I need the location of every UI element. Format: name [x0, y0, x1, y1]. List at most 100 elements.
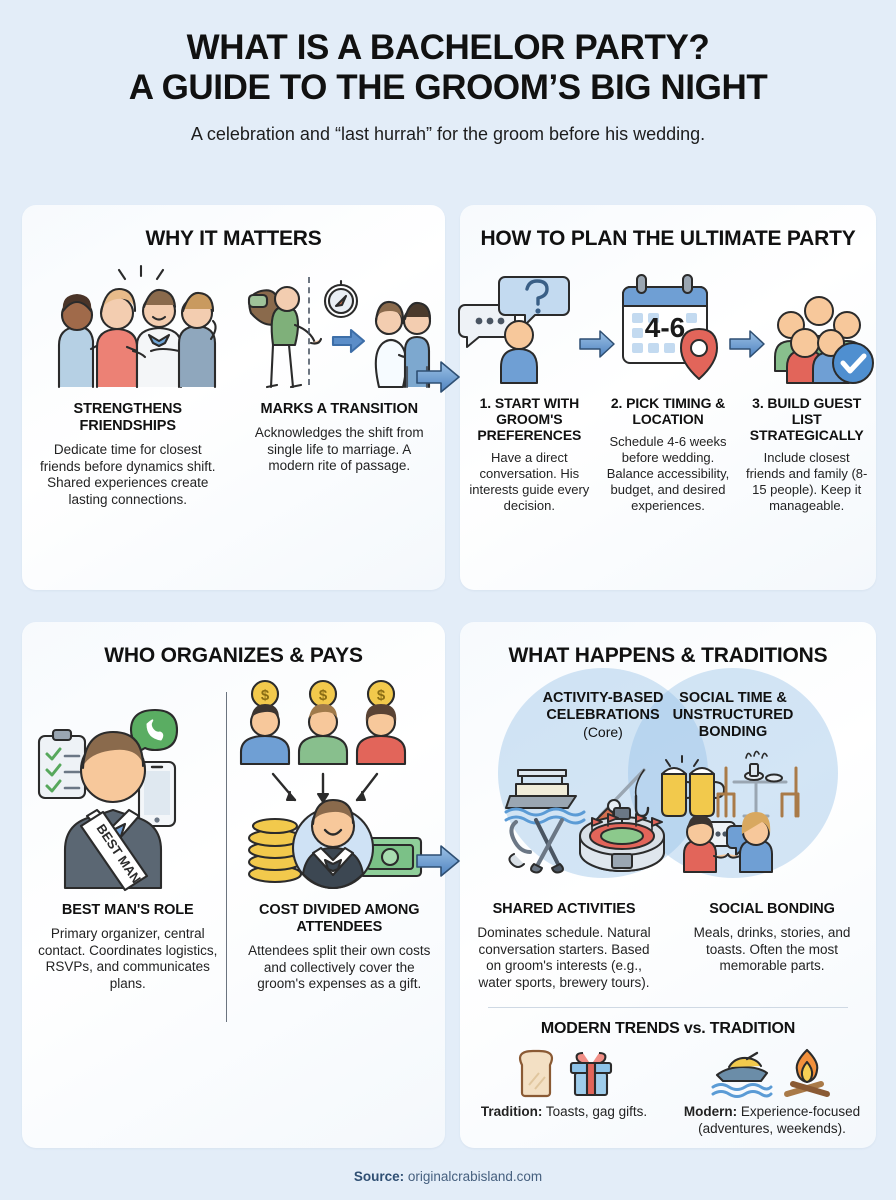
venn-left-icons: [504, 768, 665, 874]
venn-label-right-line1: SOCIAL TIME &: [679, 690, 787, 706]
page-subtitle: A celebration and “last hurrah” for the …: [190, 124, 706, 144]
footer-value: originalcrabisland.com: [404, 1169, 543, 1184]
footer-label: Source:: [353, 1169, 405, 1184]
caption-body: Acknowledges the shift from single life …: [254, 425, 424, 473]
guest-group-checkmark-icon: [774, 296, 874, 384]
caption-heading: 3. BUILD GUEST LIST STRATEGICALLY: [749, 395, 864, 443]
group-of-friends-hugging-icon: [57, 264, 217, 389]
caption-body: Schedule 4-6 weeks before wedding. Balan…: [606, 434, 730, 513]
right-arrow-icon: [579, 330, 615, 358]
caption-body: Dedicate time for closest friends before…: [39, 442, 216, 507]
venn-label-left-line2: CELEBRATIONS: [546, 707, 660, 723]
stadium-icon: [579, 807, 665, 872]
modern-icons: [676, 1042, 868, 1104]
right-arrow-icon: [729, 330, 765, 358]
modern-label: Modern:: [683, 1104, 738, 1119]
caption-body: Dominates schedule. Natural conversation…: [477, 925, 651, 990]
dining-table-icon: [716, 750, 800, 818]
caption-cost-divided: COST DIVIDED AMONG ATTENDEES Attendees s…: [234, 902, 446, 993]
tradition-icons: [468, 1042, 660, 1104]
attendees-money-to-groom-icon: $ $ $: [239, 679, 422, 890]
caption-marks-a-transition: MARKS A TRANSITION Acknowledges the shif…: [234, 401, 446, 508]
panel-why-it-matters: WHY IT MATTERS: [22, 205, 445, 590]
right-arrow-icon: [416, 361, 460, 393]
caption-social-bonding: SOCIAL BONDING Meals, drinks, stories, a…: [668, 901, 876, 991]
caption-body: Have a direct conversation. His interest…: [469, 450, 590, 513]
modern-trends-title: MODERN TRENDS vs. TRADITION: [540, 1020, 796, 1037]
calendar-location-pin-icon: 4-6: [622, 274, 718, 380]
why-it-matters-captions: STRENGTHENS FRIENDSHIPS Dedicate time fo…: [22, 401, 445, 508]
caption-heading: 1. START WITH GROOM'S PREFERENCES: [477, 395, 582, 443]
people-talking-icon: [683, 812, 773, 873]
caption-strengthens-friendships: STRENGTHENS FRIENDSHIPS Dedicate time fo…: [22, 401, 234, 508]
caption-shared-activities: SHARED ACTIVITIES Dominates schedule. Na…: [460, 901, 668, 991]
panel-row-bottom: WHO ORGANIZES & PAYS: [0, 622, 896, 1148]
who-organizes-illustrations: BEST MAN $ $ $: [22, 672, 445, 894]
caption-start-with-grooms-preferences: 1. START WITH GROOM'S PREFERENCES Have a…: [460, 395, 599, 514]
caption-heading: 2. PICK TIMING & LOCATION: [610, 395, 726, 427]
caption-heading: COST DIVIDED AMONG ATTENDEES: [259, 902, 420, 935]
caption-body: Include closest friends and family (8-15…: [745, 450, 868, 513]
caption-heading: SOCIAL BONDING: [709, 901, 835, 917]
panel-row-top: WHY IT MATTERS: [0, 205, 896, 590]
connector-arrow-bottom: [416, 844, 460, 878]
venn-label-right-line3: BONDING: [698, 724, 768, 740]
title-line-2: A GUIDE TO THE GROOM’S BIG NIGHT: [128, 68, 768, 107]
venn-diagram: ACTIVITY-BASED CELEBRATIONS (Core) SOCIA…: [460, 668, 876, 883]
caption-body: Meals, drinks, stories, and toasts. Ofte…: [693, 925, 851, 973]
jet-ski-icon: [711, 1051, 773, 1098]
venn-label-right: SOCIAL TIME & UNSTRUCTURED BONDING: [642, 690, 824, 741]
caption-body: Attendees split their own costs and coll…: [248, 943, 431, 991]
coin-symbol: $: [260, 687, 269, 704]
modern-trends-row: Tradition: Toasts, gag gifts.: [460, 1042, 876, 1137]
panel-who-organizes-and-pays: WHO ORGANIZES & PAYS: [22, 622, 445, 1148]
tradition-caption: Tradition: Toasts, gag gifts.: [468, 1104, 660, 1121]
venn-label-left-line3: (Core): [583, 724, 623, 740]
caption-pick-timing-and-location: 2. PICK TIMING & LOCATION Schedule 4-6 w…: [599, 395, 738, 514]
what-happens-captions: SHARED ACTIVITIES Dominates schedule. Na…: [460, 901, 876, 991]
boat-icon: [504, 769, 586, 825]
section-divider: [488, 1007, 848, 1008]
gift-box-icon: [569, 1051, 613, 1097]
trend-tradition: Tradition: Toasts, gag gifts.: [460, 1042, 668, 1137]
caption-best-mans-role: BEST MAN'S ROLE Primary organizer, centr…: [22, 902, 234, 993]
venn-label-right-line2: UNSTRUCTURED: [672, 707, 794, 723]
panel-divider: [226, 692, 227, 1022]
backpacker-to-couple-transition-icon: [247, 279, 431, 389]
caption-heading: STRENGTHENS FRIENDSHIPS: [73, 401, 183, 434]
title-line-1: WHAT IS A BACHELOR PARTY?: [186, 28, 710, 67]
golf-clubs-icon: [508, 818, 564, 874]
trend-modern: Modern: Experience-focused (adventures, …: [668, 1042, 876, 1137]
modern-caption: Modern: Experience-focused (adventures, …: [676, 1104, 868, 1137]
beer-cheers-icon: [661, 755, 725, 817]
best-man-clipboard-phone-icon: BEST MAN: [37, 708, 178, 892]
panel-title-who-organizes-and-pays: WHO ORGANIZES & PAYS: [104, 644, 363, 667]
panel-title-why-it-matters: WHY IT MATTERS: [145, 227, 322, 250]
how-to-plan-captions: 1. START WITH GROOM'S PREFERENCES Have a…: [460, 395, 876, 514]
caption-build-guest-list: 3. BUILD GUEST LIST STRATEGICALLY Includ…: [737, 395, 876, 514]
caption-heading: SHARED ACTIVITIES: [492, 901, 636, 917]
panel-title-how-to-plan: HOW TO PLAN THE ULTIMATE PARTY: [480, 227, 856, 250]
footer-source: Source: originalcrabisland.com: [0, 1169, 896, 1184]
panel-grid: WHY IT MATTERS: [0, 205, 896, 1148]
modern-value: Experience-focused (adventures, weekends…: [698, 1104, 861, 1136]
venn-right-icons: [661, 750, 800, 873]
tradition-label: Tradition:: [480, 1104, 543, 1119]
connector-arrow-top: [416, 360, 460, 394]
panel-what-happens-and-traditions: WHAT HAPPENS & TRADITIONS ACTIVITY-BASED…: [460, 622, 876, 1148]
coin-symbol: $: [376, 687, 385, 704]
coin-symbol: $: [318, 687, 327, 704]
tradition-value: Toasts, gag gifts.: [542, 1104, 648, 1119]
page-title: WHAT IS A BACHELOR PARTY? A GUIDE TO THE…: [0, 28, 896, 108]
header: WHAT IS A BACHELOR PARTY? A GUIDE TO THE…: [0, 0, 896, 145]
caption-heading: MARKS A TRANSITION: [260, 401, 419, 417]
calendar-value: 4-6: [645, 312, 685, 343]
toast-bread-icon: [518, 1049, 554, 1098]
right-arrow-icon: [416, 845, 460, 877]
speech-bubbles-question-icon: [458, 276, 570, 384]
campfire-icon: [784, 1048, 830, 1097]
how-to-plan-illustrations: 4-6: [458, 263, 876, 384]
caption-body: Primary organizer, central contact. Coor…: [38, 926, 218, 991]
panel-how-to-plan: HOW TO PLAN THE ULTIMATE PARTY: [458, 205, 876, 590]
